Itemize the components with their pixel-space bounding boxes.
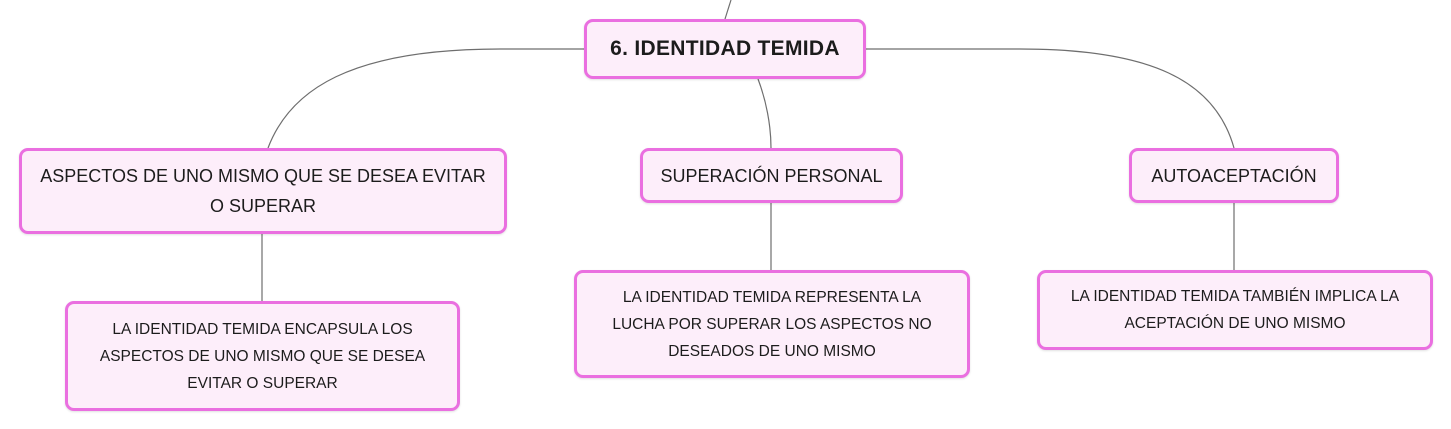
topic-autoaceptacion-label: AUTOACEPTACIÓN [1151, 165, 1317, 186]
subtopic-superacion-detail[interactable]: LA IDENTIDAD TEMIDA REPRESENTA LA LUCHA … [574, 270, 970, 378]
topic-superacion-personal[interactable]: SUPERACIÓN PERSONAL [640, 148, 903, 203]
connector-central-to-superacion [757, 78, 772, 149]
connector-central-to-aspectos [267, 48, 584, 149]
central-topic-label: 6. IDENTIDAD TEMIDA [610, 37, 840, 60]
connector-from-parent [724, 0, 732, 20]
subtopic-superacion-detail-label: LA IDENTIDAD TEMIDA REPRESENTA LA LUCHA … [612, 288, 932, 360]
subtopic-aspectos-detail[interactable]: LA IDENTIDAD TEMIDA ENCAPSULA LOS ASPECT… [65, 301, 460, 411]
subtopic-aspectos-detail-label: LA IDENTIDAD TEMIDA ENCAPSULA LOS ASPECT… [99, 320, 426, 392]
topic-aspectos-label: ASPECTOS DE UNO MISMO QUE SE DESEA EVITA… [40, 166, 486, 216]
central-topic[interactable]: 6. IDENTIDAD TEMIDA [584, 19, 866, 79]
topic-superacion-label: SUPERACIÓN PERSONAL [660, 165, 883, 186]
topic-aspectos[interactable]: ASPECTOS DE UNO MISMO QUE SE DESEA EVITA… [19, 148, 507, 234]
subtopic-autoaceptacion-detail-label: LA IDENTIDAD TEMIDA TAMBIÉN IMPLICA LA A… [1070, 288, 1400, 332]
subtopic-autoaceptacion-detail[interactable]: LA IDENTIDAD TEMIDA TAMBIÉN IMPLICA LA A… [1037, 270, 1433, 350]
topic-autoaceptacion[interactable]: AUTOACEPTACIÓN [1129, 148, 1339, 203]
connector-central-to-autoaceptacion [866, 48, 1235, 149]
